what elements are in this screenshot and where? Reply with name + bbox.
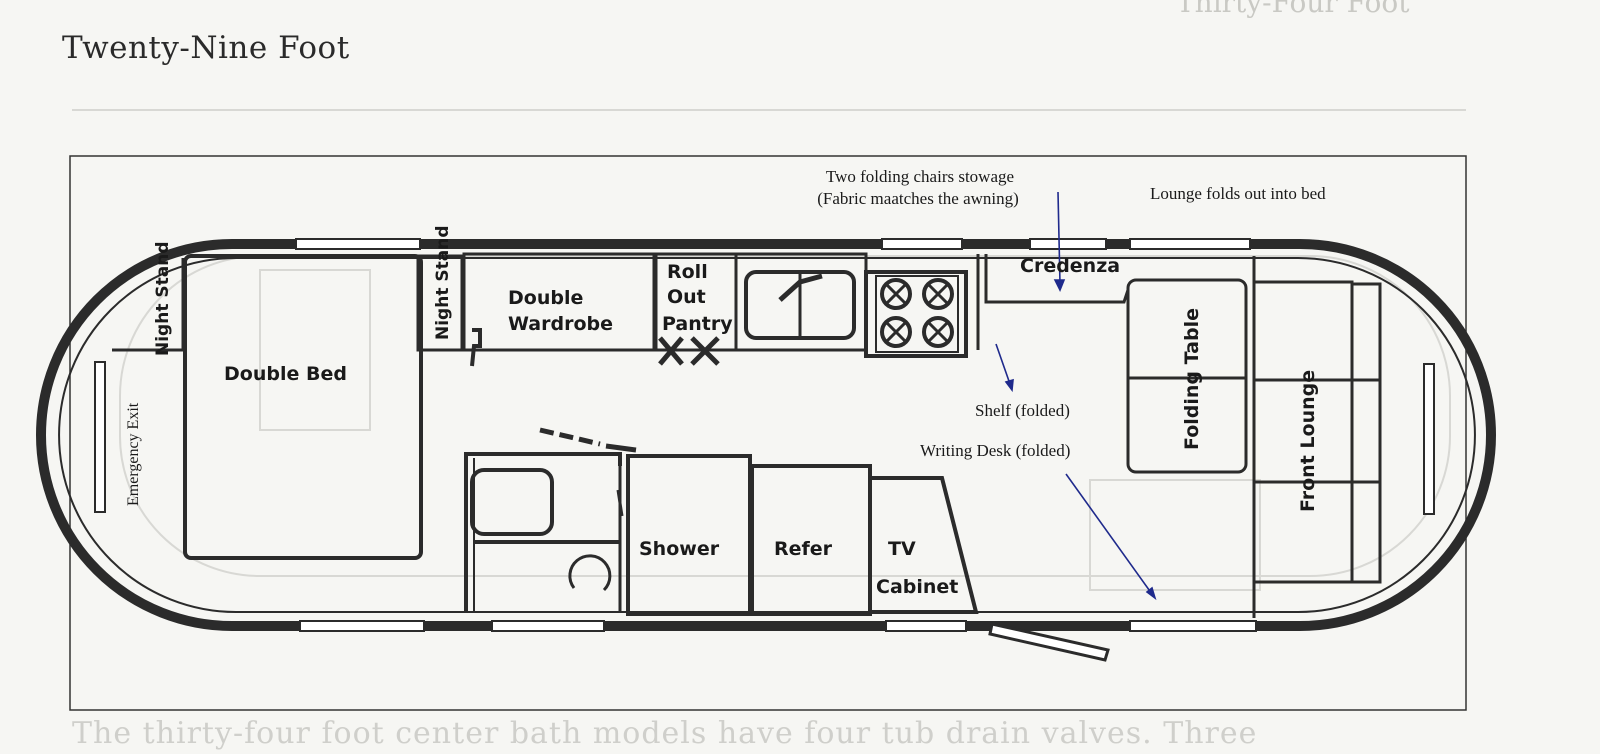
bleed-through-text-bottom: The thirty-four foot center bath models … bbox=[72, 716, 1258, 751]
trailer-hull bbox=[36, 239, 1496, 631]
page-title: Twenty-Nine Foot bbox=[62, 30, 350, 66]
label-double-bed: Double Bed bbox=[224, 363, 347, 385]
annotation-chairs-line1: Two folding chairs stowage bbox=[826, 167, 1014, 186]
kitchen-sink bbox=[734, 252, 868, 352]
double-wardrobe bbox=[462, 252, 656, 352]
folding-table bbox=[1126, 278, 1248, 474]
label-double-wardrobe-line1: Double bbox=[508, 287, 583, 309]
front-lounge bbox=[1252, 256, 1382, 618]
label-refer: Refer bbox=[774, 538, 833, 560]
label-roll-out-pantry-line2: Out bbox=[667, 286, 706, 308]
ghost-plan bbox=[72, 109, 1466, 591]
credenza bbox=[976, 254, 1130, 350]
label-night-stand-left: Night Stand bbox=[153, 242, 173, 356]
label-shower: Shower bbox=[639, 538, 720, 560]
annotation-chairs-line2: (Fabric maatches the awning) bbox=[817, 189, 1019, 208]
annotation-arrows bbox=[995, 191, 1157, 601]
roll-out-pantry bbox=[654, 252, 738, 366]
label-tv-cabinet-line1: TV bbox=[888, 538, 916, 560]
galley-row bbox=[626, 454, 979, 616]
label-roll-out-pantry-line3: Pantry bbox=[662, 313, 733, 335]
stove-cooktop bbox=[864, 270, 968, 358]
rear-bedroom bbox=[112, 254, 482, 560]
bathroom bbox=[464, 427, 637, 612]
annotation-lounge: Lounge folds out into bed bbox=[1150, 184, 1326, 203]
annotation-shelf: Shelf (folded) bbox=[975, 401, 1070, 420]
label-roll-out-pantry-line1: Roll bbox=[667, 261, 708, 283]
label-emergency-exit: Emergency Exit bbox=[125, 402, 142, 506]
label-credenza: Credenza bbox=[1020, 255, 1120, 277]
label-double-wardrobe-line2: Wardrobe bbox=[508, 313, 613, 335]
annotation-writing-desk: Writing Desk (folded) bbox=[920, 441, 1070, 460]
bleed-through-ghost-text: Thirty-Four Foot bbox=[1176, 0, 1410, 19]
diagram-frame bbox=[69, 155, 1467, 711]
label-tv-cabinet-line2: Cabinet bbox=[876, 576, 958, 598]
label-folding-table: Folding Table bbox=[1181, 308, 1203, 450]
entry-door bbox=[988, 622, 1110, 662]
label-front-lounge: Front Lounge bbox=[1297, 370, 1319, 512]
windows bbox=[94, 238, 1435, 632]
label-night-stand-right: Night Stand bbox=[433, 226, 453, 340]
